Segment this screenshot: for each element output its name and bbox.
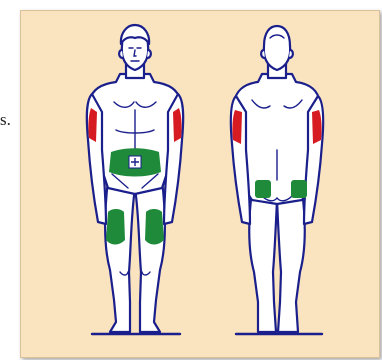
back-left-leg (249, 190, 277, 332)
front-figure (87, 25, 183, 332)
front-right-arm-site (173, 108, 182, 142)
front-left-thigh-site (106, 209, 125, 245)
back-left-buttock-site (255, 180, 271, 198)
back-right-arm-site (312, 110, 322, 144)
front-right-leg (135, 180, 165, 332)
front-left-arm-site (88, 108, 97, 142)
back-right-leg (277, 190, 305, 332)
front-right-thigh-site (145, 209, 164, 245)
front-left-leg (105, 180, 135, 332)
back-right-buttock-site (291, 180, 307, 198)
back-left-arm-site (232, 110, 242, 144)
back-head (264, 26, 290, 70)
